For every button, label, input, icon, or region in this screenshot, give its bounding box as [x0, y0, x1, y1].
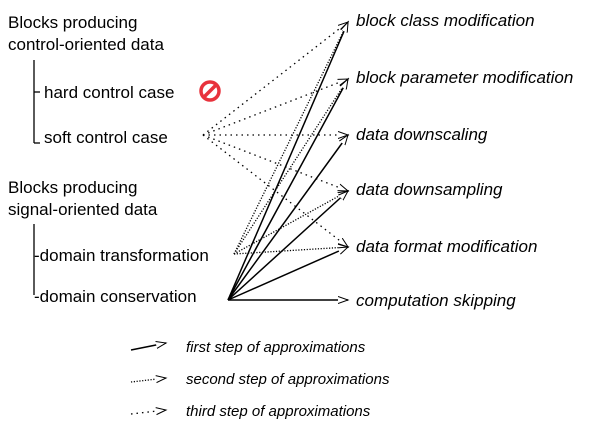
block-parameter-modification-label: block parameter modification [356, 68, 573, 87]
arrow-transformation-to-data-downsampling [233, 191, 348, 255]
signal-group-title-line2: signal-oriented data [8, 200, 158, 219]
arrow-soft-to-block-parameter [202, 78, 348, 136]
legend-first-step-label: first step of approximations [186, 339, 366, 356]
soft-control-case-label: soft control case [44, 128, 168, 147]
third-step-arrows [202, 22, 348, 247]
legend: first step of approximations second step… [130, 339, 390, 420]
arrow-conservation-to-block-parameter [227, 79, 348, 301]
arrow-transformation-to-block-parameter [233, 79, 348, 255]
signal-group-title-line1: Blocks producing [8, 178, 137, 197]
control-tree-bracket [33, 60, 40, 144]
arrow-soft-to-data-downsampling [202, 134, 348, 192]
arrow-transformation-to-data-format [233, 247, 348, 255]
legend-second-step-arrow [130, 378, 166, 382]
legend-third-step-arrow [130, 410, 166, 414]
data-downsampling-label: data downsampling [356, 180, 503, 199]
legend-third-step-label: third step of approximations [186, 403, 371, 420]
data-format-modification-label: data format modification [356, 237, 537, 256]
second-step-arrows [233, 22, 348, 255]
domain-transformation-label: -domain transformation [34, 246, 209, 265]
legend-first-step-arrow [130, 343, 166, 351]
control-group-title-line1: Blocks producing [8, 13, 137, 32]
computation-skipping-label: computation skipping [356, 291, 516, 310]
control-group-title-line2: control-oriented data [8, 35, 164, 54]
first-step-arrows [227, 22, 349, 301]
data-downscaling-label: data downscaling [356, 125, 488, 144]
block-class-modification-label: block class modification [356, 11, 535, 30]
arrow-conservation-to-data-downscaling [227, 135, 348, 301]
hard-control-case-label: hard control case [44, 83, 174, 102]
legend-second-step-label: second step of approximations [186, 371, 390, 388]
arrow-conservation-to-data-format [227, 246, 348, 301]
arrow-conservation-to-data-downsampling [227, 191, 348, 301]
prohibited-icon [199, 80, 221, 102]
domain-conservation-label: -domain conservation [34, 287, 197, 306]
arrow-conservation-to-block-class [227, 22, 349, 301]
arrow-transformation-to-block-class [233, 22, 348, 255]
